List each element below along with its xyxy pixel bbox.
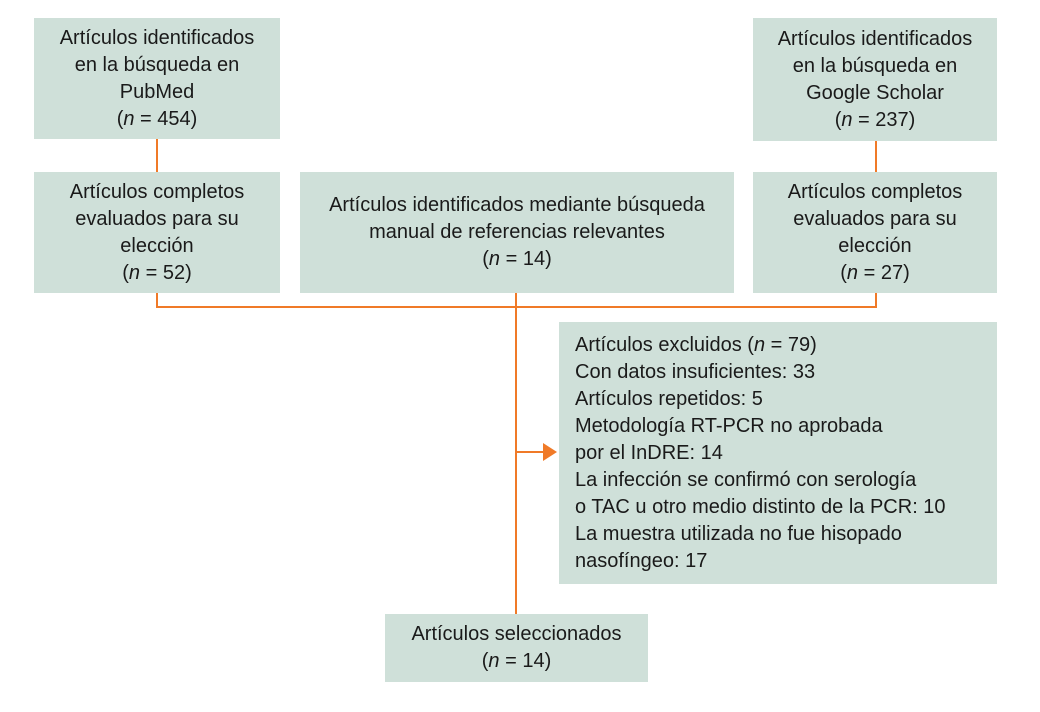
exclusion-reason: nasofíngeo: 17 xyxy=(575,549,708,572)
box-line: Google Scholar xyxy=(806,81,944,104)
box-line: Artículos identificados xyxy=(777,27,973,50)
full-right-box: Artículos completos evaluados para su el… xyxy=(753,172,997,293)
box-line: Artículos identificados mediante búsqued… xyxy=(329,194,705,216)
box-line: Artículos completos xyxy=(787,180,963,203)
count-line: (n = 237) xyxy=(834,108,916,131)
excluded-title: Artículos excluidos (n = 79) xyxy=(575,333,817,356)
box-line: en la búsqueda en xyxy=(74,53,240,76)
box-line: en la búsqueda en xyxy=(792,54,958,77)
exclusion-reason: La muestra utilizada no fue hisopado xyxy=(575,522,902,545)
exclusion-reason: por el InDRE: 14 xyxy=(575,441,723,464)
box-line: evaluados para su xyxy=(75,207,239,230)
box-line: Artículos completos xyxy=(69,180,245,203)
exclusion-reason: La infección se confirmó con serología xyxy=(575,468,917,491)
box-line: Artículos seleccionados xyxy=(411,623,622,645)
exclusion-reason: Metodología RT-PCR no aprobada xyxy=(575,414,883,437)
count-line: (n = 52) xyxy=(122,261,192,284)
manual-box: Artículos identificados mediante búsqued… xyxy=(300,172,734,293)
box-line: elección xyxy=(120,234,194,257)
count-line: (n = 454) xyxy=(116,107,198,130)
box-line: evaluados para su xyxy=(793,207,957,230)
box-line: manual de referencias relevantes xyxy=(369,221,665,243)
count-line: (n = 14) xyxy=(481,650,552,672)
excluded-box: Artículos excluidos (n = 79) Con datos i… xyxy=(559,322,997,584)
exclusion-reason: o TAC u otro medio distinto de la PCR: 1… xyxy=(575,495,946,518)
count-line: (n = 14) xyxy=(482,248,552,270)
box-line: Artículos identificados xyxy=(59,26,255,49)
arrowhead-icon xyxy=(543,443,557,461)
exclusion-reason: Con datos insuficientes: 33 xyxy=(575,360,816,383)
scholar-box: Artículos identificados en la búsqueda e… xyxy=(753,18,997,141)
exclusion-reason: Artículos repetidos: 5 xyxy=(575,387,763,410)
full-left-box: Artículos completos evaluados para su el… xyxy=(34,172,280,293)
selected-box: Artículos seleccionados (n = 14) xyxy=(385,614,648,682)
box-line: elección xyxy=(838,234,912,257)
pubmed-box: Artículos identificados en la búsqueda e… xyxy=(34,18,280,139)
box-line: PubMed xyxy=(119,80,195,103)
count-line: (n = 27) xyxy=(840,261,910,284)
